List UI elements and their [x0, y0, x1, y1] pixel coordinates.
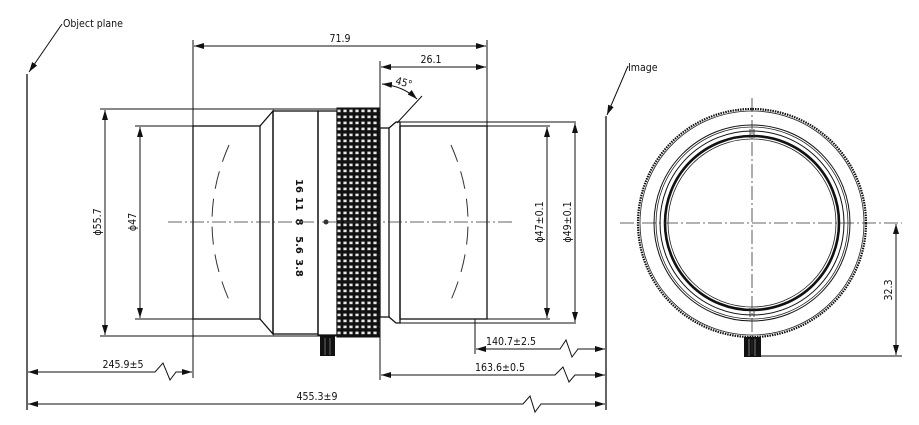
rear-chamfer: [388, 121, 401, 324]
object-to-front-value: 245.9±5: [103, 359, 144, 371]
f-stop-5-6: 5.6: [293, 236, 304, 254]
rear-diameter-outer-value: ϕ49±0.1: [562, 201, 574, 242]
rear-glass-arc: [450, 144, 469, 301]
dim-knurl-to-image: 163.6±0.5: [379, 337, 605, 383]
rear-flange: [379, 127, 390, 318]
object-plane: Object plane: [26, 18, 123, 410]
dim-axis-to-pin: 32.3: [761, 224, 902, 357]
dim-object-to-front: 245.9±5: [28, 319, 194, 382]
front-chamfer: [259, 109, 274, 336]
rear-diameter-inner-value: ϕ47±0.1: [534, 201, 546, 242]
rear-tube: [399, 125, 488, 320]
knurl-to-image-value: 163.6±0.5: [475, 362, 525, 374]
flange-to-image-value: 140.7±2.5: [486, 336, 536, 348]
image-plane: Image: [605, 62, 658, 410]
front-diameter-value: ϕ47: [127, 213, 139, 231]
lens-side-view: 16 11 8 5.6 3.8: [100, 107, 576, 356]
dim-overall-length: 71.9: [192, 33, 488, 126]
aperture-scale: 16 11 8 5.6 3.8: [293, 179, 304, 277]
overall-length-value: 71.9: [329, 33, 350, 45]
dim-flange-to-image: 140.7±2.5: [474, 319, 605, 359]
image-plane-leader: [606, 65, 629, 116]
f-stop-8: 8: [293, 219, 304, 226]
f-stop-16: 16: [293, 179, 304, 193]
dim-object-to-image: 455.3±9: [28, 391, 605, 414]
lens-front-view: [620, 98, 902, 357]
dim-rear-diameter-outer: ϕ49±0.1: [562, 123, 578, 322]
axis-to-pin-value: 32.3: [883, 279, 895, 300]
dim-outer-diameter: ϕ55.7: [92, 110, 108, 335]
dim-rear-diameter-inner: ϕ47±0.1: [534, 127, 550, 318]
dim-rear-length: 26.1: [379, 54, 486, 108]
object-plane-leader: [28, 23, 63, 73]
object-plane-label: Object plane: [63, 18, 123, 30]
dim-front-diameter: ϕ47: [127, 127, 143, 318]
outer-diameter-value: ϕ55.7: [92, 208, 104, 235]
f-stop-11: 11: [293, 197, 304, 211]
image-plane-label: Image: [628, 62, 658, 74]
dim-chamfer-angle: 45°: [381, 75, 423, 124]
rear-length-value: 26.1: [420, 54, 441, 66]
object-to-image-value: 455.3±9: [297, 391, 338, 403]
chamfer-angle-value: 45°: [394, 75, 413, 91]
f-stop-3-8: 3.8: [293, 259, 304, 277]
knurled-focus-ring: [336, 107, 381, 338]
front-glass-arc: [211, 144, 230, 301]
lock-screw: [320, 336, 335, 356]
front-tube: [192, 125, 261, 320]
front-view-lock-screw: [744, 337, 761, 357]
